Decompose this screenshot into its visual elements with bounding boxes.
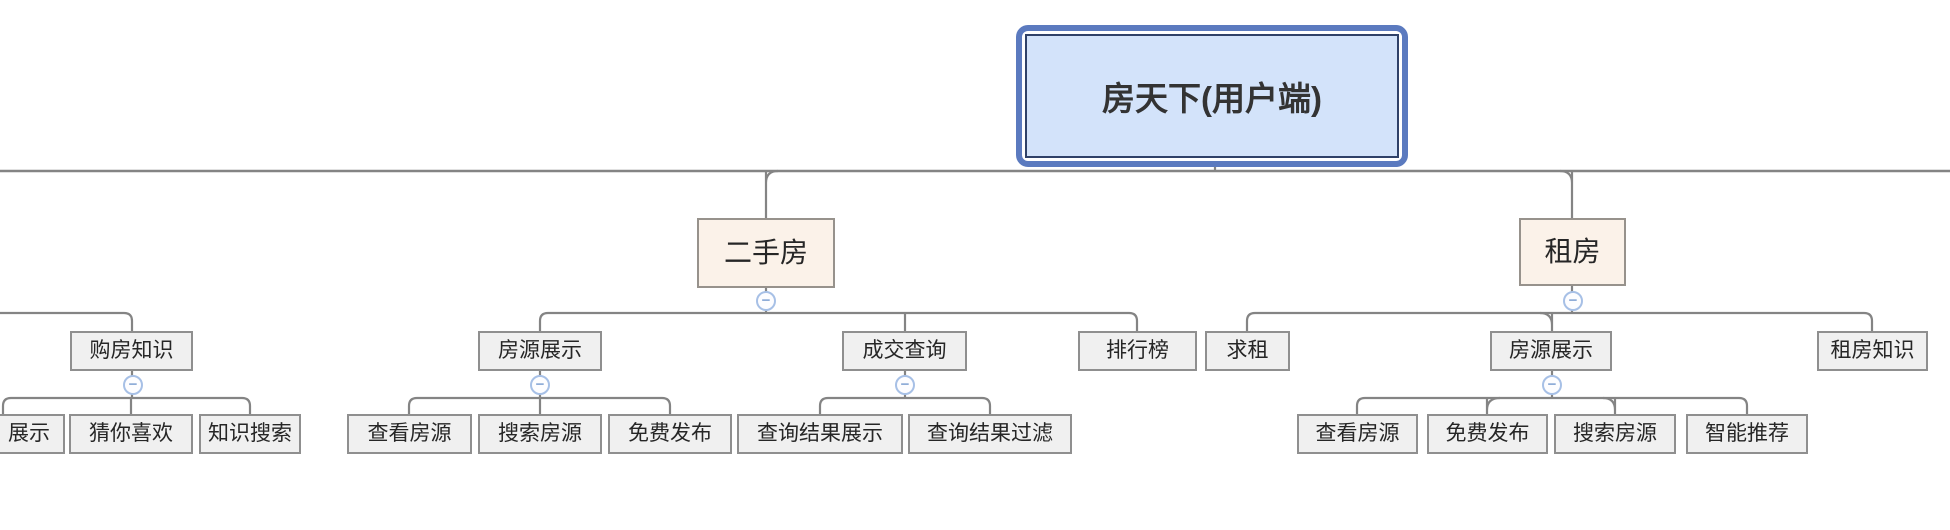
minus-icon: −	[761, 291, 771, 309]
collapse-badge-zufang[interactable]: −	[1563, 291, 1583, 311]
topic-paihangbang[interactable]: 排行榜	[1078, 331, 1197, 371]
ershoufang-children-bus	[538, 311, 1139, 331]
collapse-badge-fangyuan-zhanshi-zf[interactable]: −	[1542, 375, 1562, 395]
topic-chakan-fangyuan-zf[interactable]: 查看房源	[1297, 414, 1418, 454]
topic-mianfei-fabu-zf[interactable]: 免费发布	[1427, 414, 1548, 454]
root-topic[interactable]: 房天下(用户端)	[1016, 25, 1408, 167]
topic-chakan-fangyuan-esf[interactable]: 查看房源	[347, 414, 472, 454]
root-topic-label: 房天下(用户端)	[1102, 80, 1322, 117]
topic-goufang-zhishi[interactable]: 购房知识	[70, 331, 193, 371]
topic-zufang-zhishi[interactable]: 租房知识	[1817, 331, 1928, 371]
goufangzhishi-children-bus	[1, 396, 252, 415]
topic-qiuzu[interactable]: 求租	[1205, 331, 1290, 371]
branch-zufang[interactable]: 租房	[1519, 218, 1626, 286]
topic-sousuo-fangyuan-esf[interactable]: 搜索房源	[478, 414, 602, 454]
topic-fangyuan-zhanshi-zf[interactable]: 房源展示	[1490, 331, 1612, 371]
collapse-badge-chengjiao-chaxun[interactable]: −	[895, 375, 915, 395]
fangyuanzhanshi-zf-stub	[1539, 311, 1554, 331]
topic-chaxun-jieguo-guolv[interactable]: 查询结果过滤	[908, 414, 1072, 454]
sousuofangyuan-zf-stub	[1602, 396, 1617, 415]
branch-ershoufang[interactable]: 二手房	[697, 218, 835, 288]
topic-chaxun-jieguo-zhanshi[interactable]: 查询结果展示	[737, 414, 903, 454]
zufang-children-bus	[1245, 311, 1874, 331]
minus-icon: −	[1547, 375, 1557, 393]
topic-cai-ni-xihuan[interactable]: 猜你喜欢	[69, 414, 193, 454]
minus-icon: −	[535, 375, 545, 393]
minus-icon: −	[1568, 291, 1578, 309]
collapse-badge-goufang-zhishi[interactable]: −	[123, 375, 143, 395]
collapse-badge-ershoufang[interactable]: −	[756, 291, 776, 311]
root-topic-inner: 房天下(用户端)	[1025, 34, 1399, 158]
topic-sousuo-fangyuan-zf[interactable]: 搜索房源	[1554, 414, 1676, 454]
fangyuanzhanshi-zf-children-bus	[1355, 396, 1749, 415]
topic-chengjiao-chaxun[interactable]: 成交查询	[842, 331, 967, 371]
topic-mianfei-fabu-esf[interactable]: 免费发布	[608, 414, 732, 454]
topic-zhishi-sousuo[interactable]: 知识搜索	[199, 414, 301, 454]
minus-icon: −	[900, 375, 910, 393]
chengjiao-children-bus	[818, 396, 992, 415]
topic-zhanshi-clipped[interactable]: 展示	[0, 414, 65, 454]
ershoufang-drop-line	[764, 169, 779, 219]
collapse-badge-fangyuan-zhanshi-esf[interactable]: −	[530, 375, 550, 395]
mianfeifabu-zf-stub	[1485, 396, 1501, 415]
minus-icon: −	[128, 375, 138, 393]
zufang-drop-line	[1559, 169, 1574, 218]
topic-fangyuan-zhanshi-esf[interactable]: 房源展示	[478, 331, 602, 371]
topic-zhineng-tuijian[interactable]: 智能推荐	[1686, 414, 1808, 454]
left-branch-bus-line	[0, 311, 134, 331]
